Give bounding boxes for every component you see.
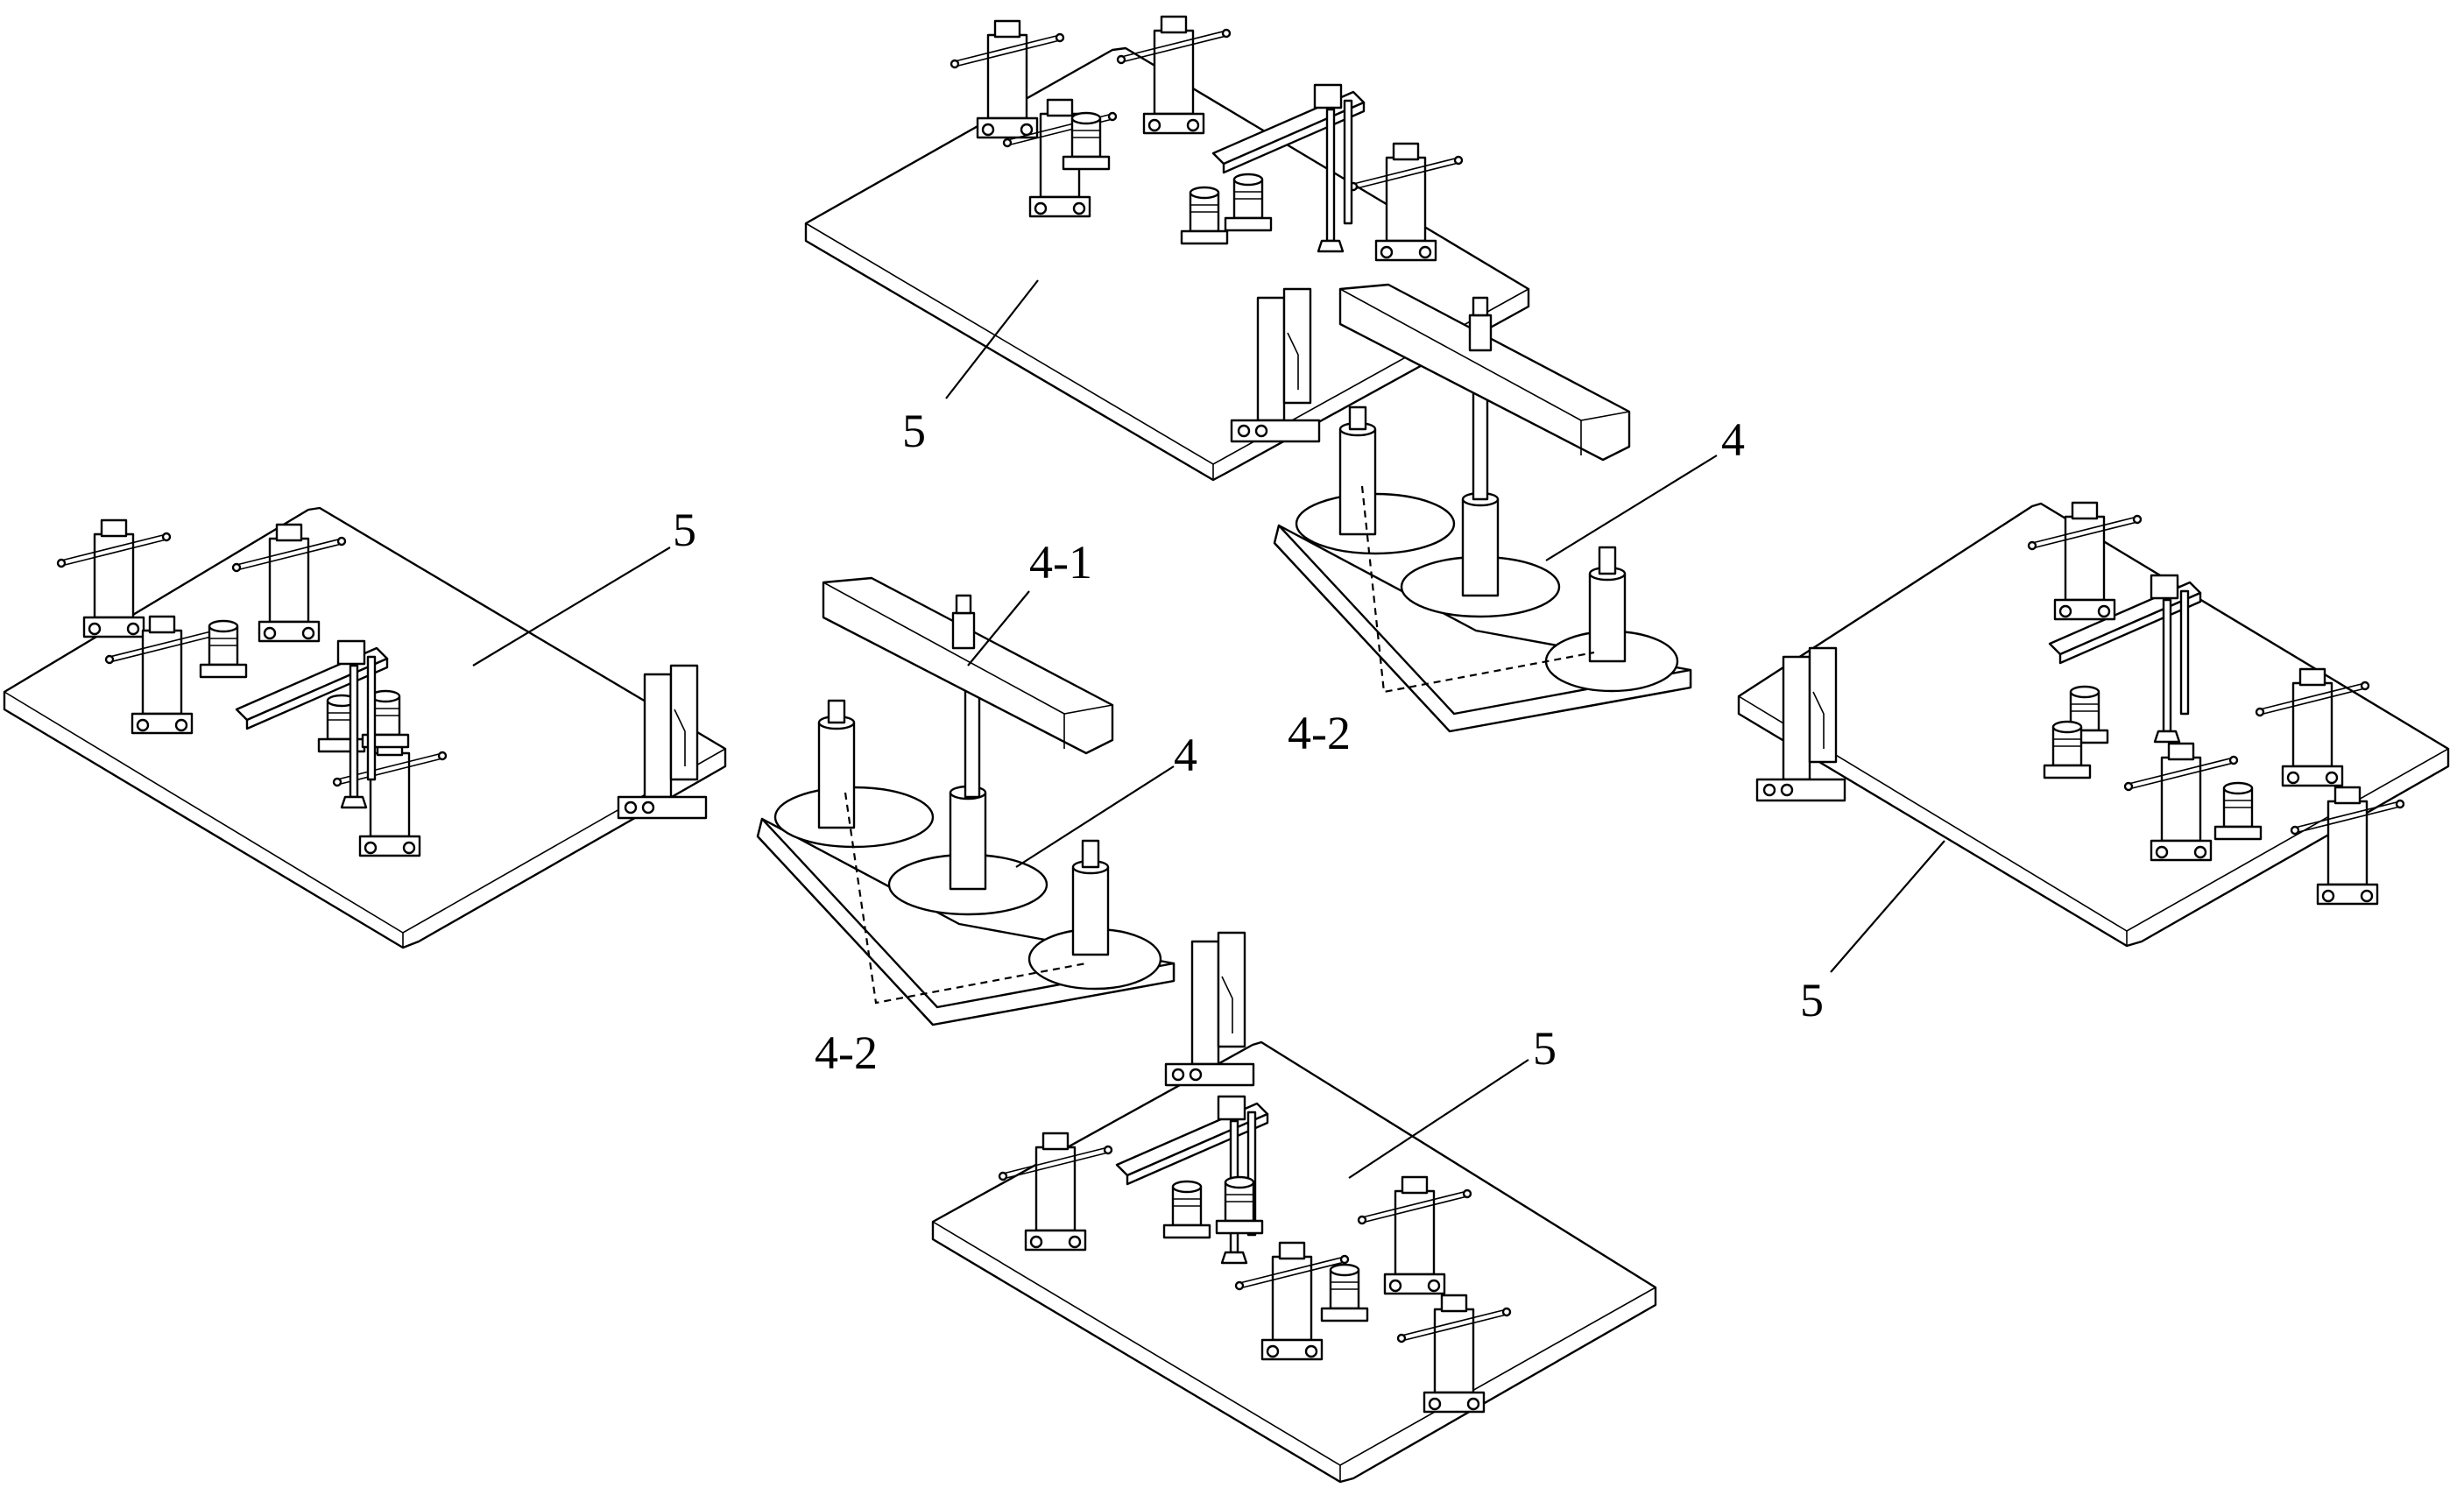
leader-lines bbox=[472, 279, 1945, 1179]
label-right-fixture-pins: 4-2 bbox=[1288, 707, 1351, 759]
left-plate-assembly bbox=[3, 506, 727, 949]
label-left-plate: 5 bbox=[673, 504, 696, 556]
label-center-fixture-pins: 4-2 bbox=[815, 1026, 878, 1079]
label-center-fixture: 4 bbox=[1174, 729, 1197, 781]
part-labels: 5 4 4-2 5 4-1 4 4-2 5 5 bbox=[673, 405, 1824, 1079]
label-bottom-plate: 5 bbox=[1533, 1022, 1557, 1075]
bottom-plate-assembly bbox=[931, 931, 1657, 1484]
right-fixture-assembly bbox=[1273, 283, 1692, 733]
label-right-plate: 5 bbox=[1800, 974, 1824, 1026]
center-fixture-assembly bbox=[756, 576, 1176, 1026]
label-top-plate: 5 bbox=[902, 405, 926, 457]
right-plate-assembly bbox=[1737, 501, 2450, 948]
label-right-fixture: 4 bbox=[1721, 413, 1745, 466]
label-center-fixture-beam: 4-1 bbox=[1029, 536, 1092, 589]
